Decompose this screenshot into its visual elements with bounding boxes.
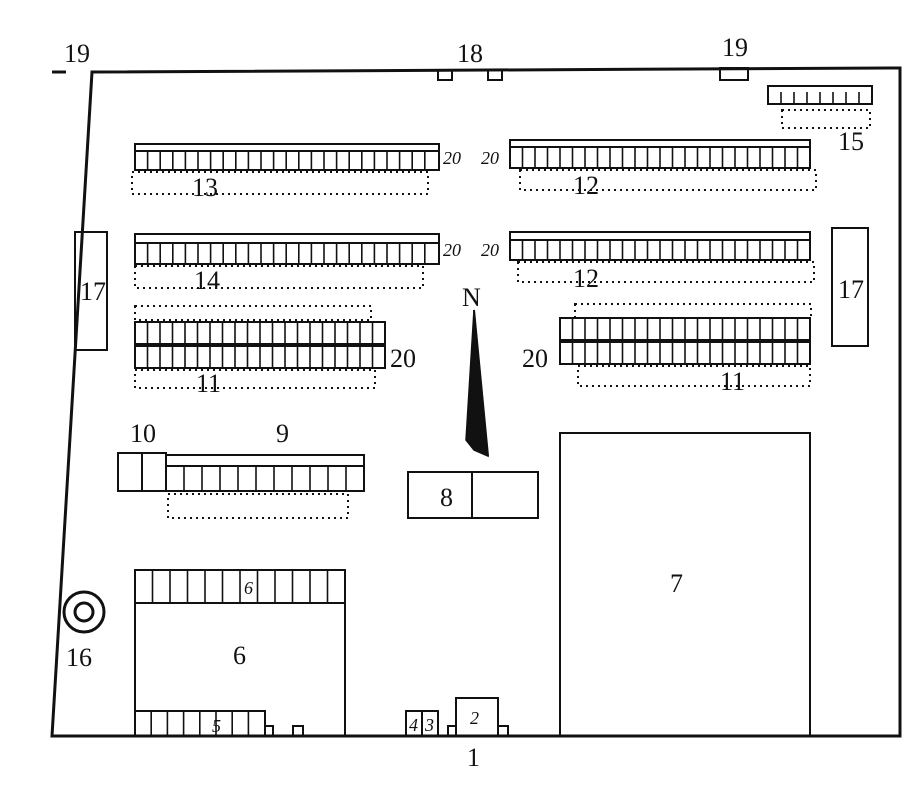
label-11-left: 11 <box>196 369 221 398</box>
label-20-a: 20 <box>443 148 461 168</box>
row-14-dotted <box>134 265 424 289</box>
row-11-left-dotted <box>134 369 376 389</box>
label-8: 8 <box>440 483 453 512</box>
board-outline <box>50 66 902 738</box>
label-1: 1 <box>467 743 480 772</box>
top-connector-right <box>487 69 503 81</box>
round-element-16-inner <box>73 601 95 623</box>
block-17-left <box>74 231 108 351</box>
label-3: 3 <box>424 715 434 735</box>
label-4: 4 <box>409 715 418 735</box>
label-19-left: 19 <box>64 39 90 68</box>
block-2 <box>455 697 499 737</box>
small-pin-5 <box>264 725 274 737</box>
row-5-cells <box>150 711 250 736</box>
label-12-bottom: 12 <box>573 264 599 293</box>
row-9 <box>165 454 365 492</box>
label-5: 5 <box>212 716 221 736</box>
round-element-16 <box>62 590 106 634</box>
block-7 <box>559 432 811 737</box>
label-10: 10 <box>130 419 156 448</box>
label-17-left: 17 <box>80 277 106 306</box>
row-13-cells <box>146 151 426 170</box>
label-7: 7 <box>670 569 683 598</box>
label-north: N <box>462 283 481 312</box>
row-14-cells <box>146 243 426 264</box>
label-20-e: 20 <box>390 344 416 373</box>
pin-2-left <box>447 725 457 737</box>
row-12-bottom-cells <box>521 240 799 260</box>
label-17-right: 17 <box>838 275 864 304</box>
label-11-right: 11 <box>720 367 745 396</box>
top-connector-left <box>437 69 453 81</box>
strip-15-dotted <box>781 109 871 129</box>
label-6-row: 6 <box>244 578 253 598</box>
label-20-d: 20 <box>481 240 499 260</box>
row-12-top-cells <box>521 147 799 168</box>
label-20-f: 20 <box>522 344 548 373</box>
row-11-left-dotted-top <box>134 305 372 321</box>
row-11-left-cells <box>146 322 374 368</box>
row-13-dotted <box>131 171 429 195</box>
label-9: 9 <box>276 419 289 448</box>
top-connector-19 <box>719 67 749 81</box>
row-12-top-dotted <box>519 169 817 191</box>
row-9-dotted <box>167 493 349 519</box>
label-16: 16 <box>66 643 92 672</box>
label-6: 6 <box>233 641 246 670</box>
pin-2-right <box>497 725 509 737</box>
row-6-cells <box>151 570 329 603</box>
row-12-bottom-dotted <box>517 261 815 283</box>
label-15: 15 <box>838 127 864 156</box>
strip-15-cells <box>780 92 860 104</box>
label-12-top: 12 <box>573 171 599 200</box>
row-11-right-cells <box>571 318 799 364</box>
label-20-c: 20 <box>443 240 461 260</box>
row-11-right-dotted <box>577 365 811 387</box>
label-14: 14 <box>194 266 220 295</box>
small-pin-b <box>292 725 304 737</box>
label-18: 18 <box>457 39 483 68</box>
block-17-right <box>831 227 869 347</box>
row-11-right-dotted-top <box>574 303 812 319</box>
label-13: 13 <box>192 173 218 202</box>
label-19-right: 19 <box>722 33 748 62</box>
label-20-b: 20 <box>481 148 499 168</box>
label-2: 2 <box>470 708 479 728</box>
row-9-cells <box>183 466 347 491</box>
